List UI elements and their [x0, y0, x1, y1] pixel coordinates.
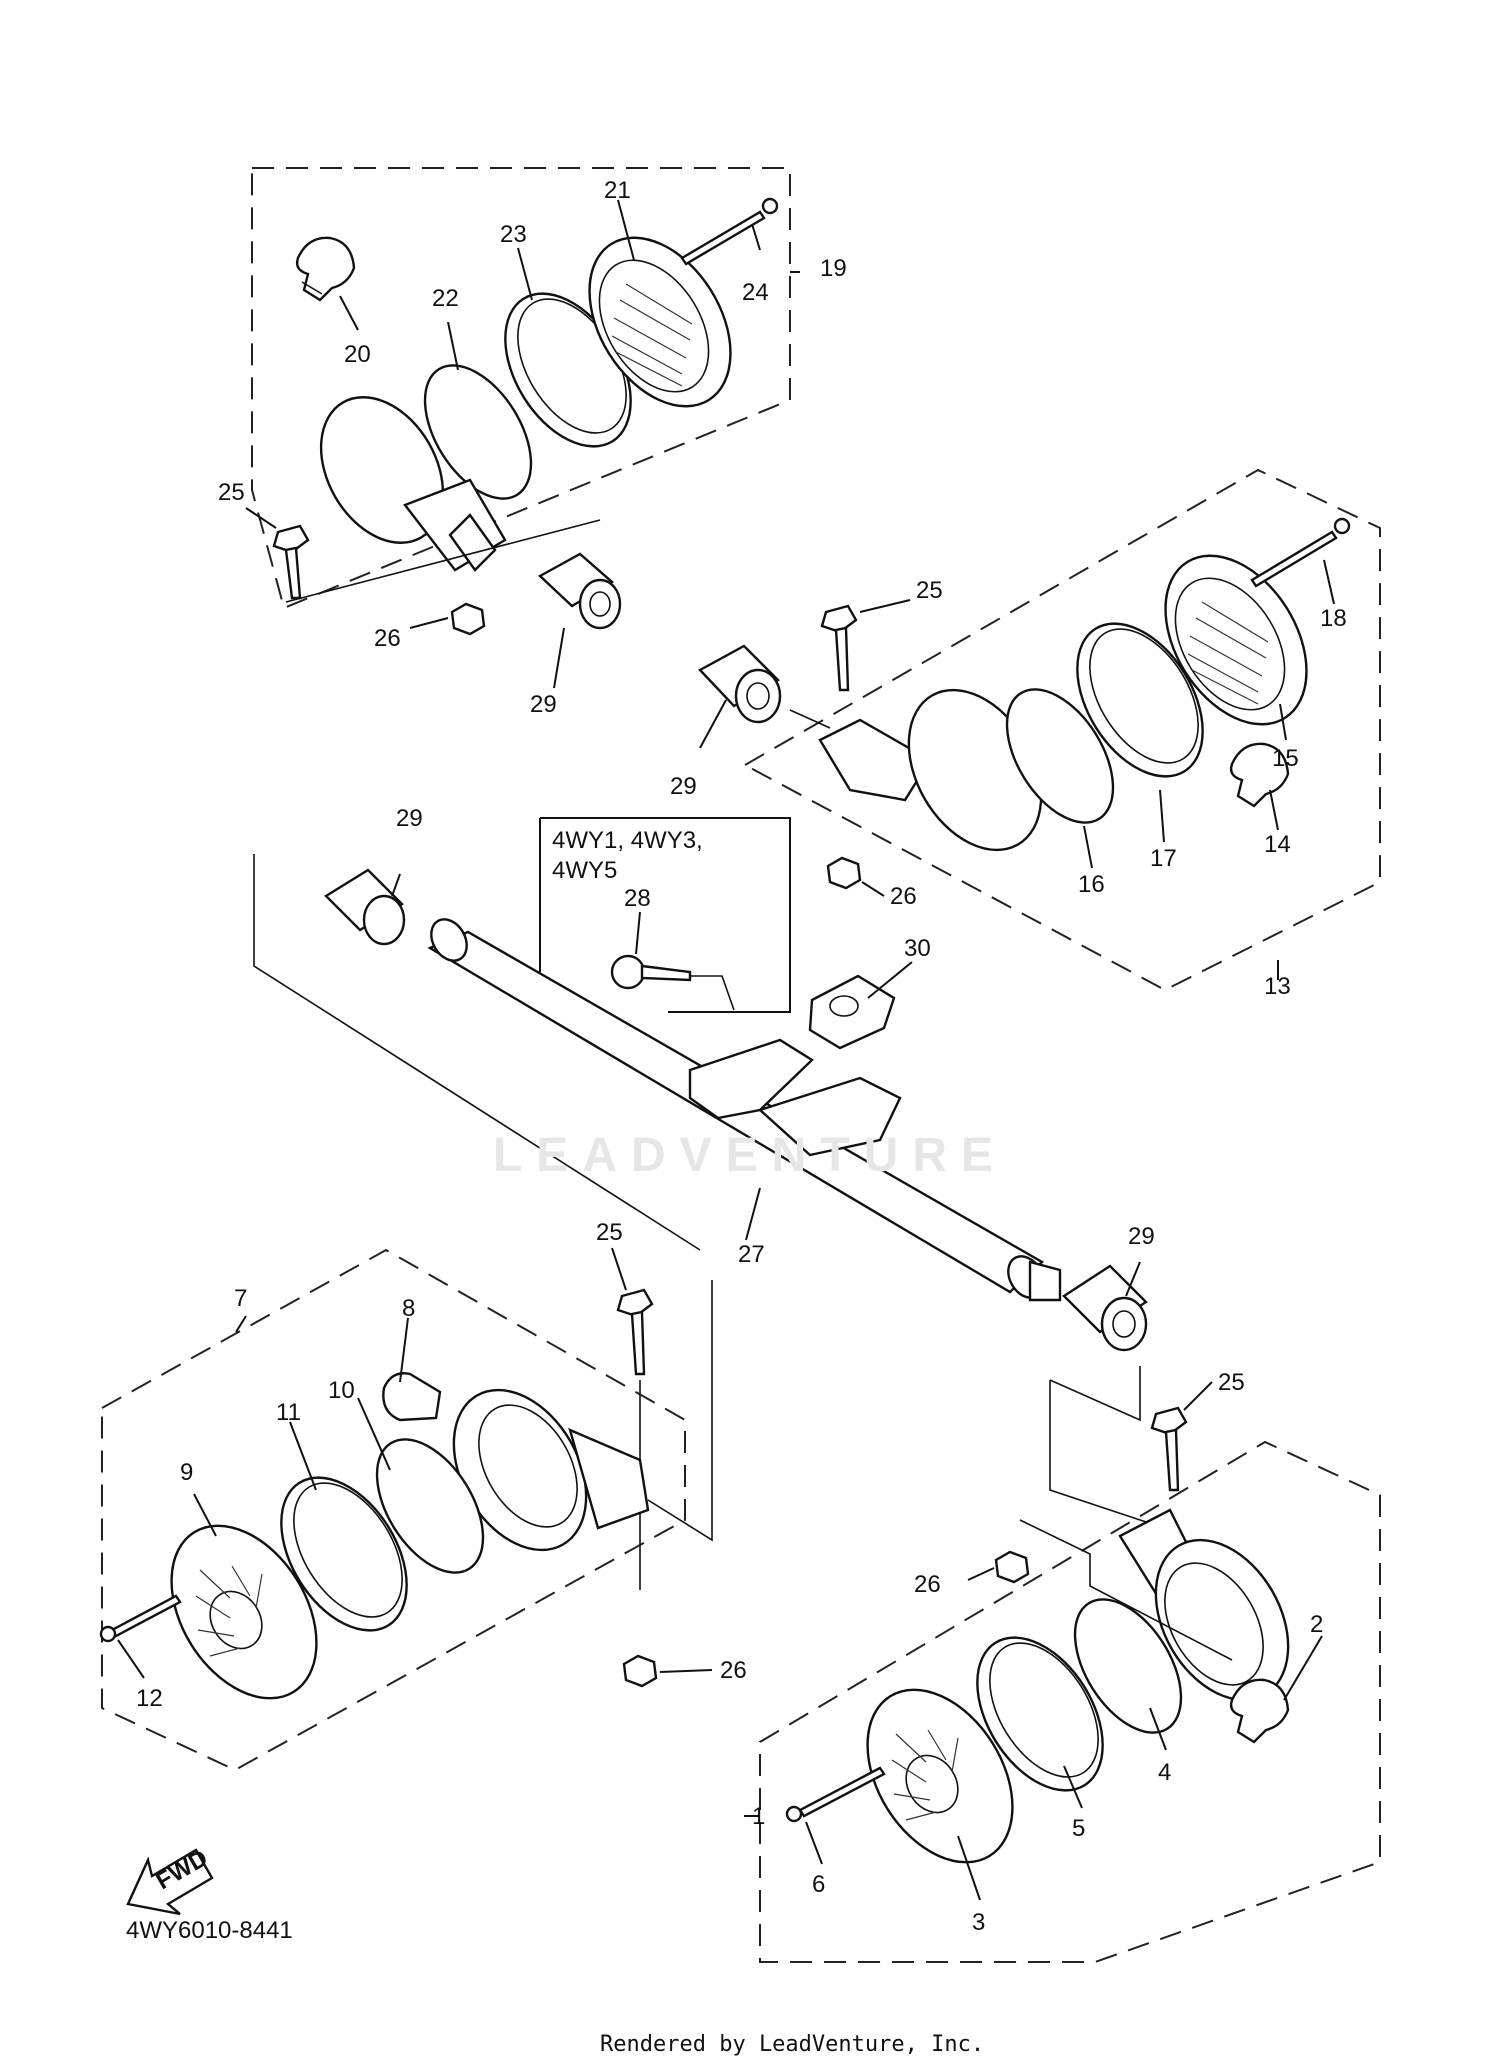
assembly-1-boundary	[759, 1440, 1381, 1963]
callout-11: 11	[276, 1399, 301, 1426]
callout-6: 6	[812, 1871, 825, 1898]
callout-1: 1	[752, 1803, 765, 1830]
callout-29-c: 29	[396, 805, 423, 832]
bulb-2	[1229, 1678, 1290, 1744]
grommet-29-upper-left	[537, 552, 622, 630]
nut-26-upper-left	[450, 602, 486, 636]
callout-18: 18	[1320, 605, 1347, 632]
variant-note-line-2: 4WY5	[552, 857, 617, 884]
callout-22: 22	[432, 285, 459, 312]
screw-24	[680, 197, 779, 266]
rim-5	[976, 1636, 1104, 1792]
bulb-14	[1229, 742, 1290, 808]
callout-12: 12	[136, 1685, 163, 1712]
variant-note-box	[539, 817, 791, 1013]
callout-10: 10	[328, 1377, 355, 1404]
nut-26-lower-left	[622, 1654, 658, 1688]
screw-6	[785, 1766, 886, 1823]
bolt-25-upper-right	[820, 604, 858, 692]
lens-9	[170, 1524, 318, 1700]
render-credit: Rendered by LeadVenture, Inc.	[600, 2032, 985, 2057]
rim-11	[280, 1476, 408, 1632]
callout-15: 15	[1272, 745, 1299, 772]
bracket-stay	[688, 1038, 902, 1157]
grommet-29-upper-bar	[253, 854, 701, 1251]
ring-16	[1005, 688, 1115, 824]
callout-26-d: 26	[720, 1657, 747, 1684]
callout-25-c: 25	[596, 1219, 623, 1246]
callout-24: 24	[742, 279, 769, 306]
housing-1	[1019, 1508, 1290, 1702]
grommet-29-lower-bar	[1062, 1264, 1148, 1352]
screw-12	[99, 1594, 182, 1643]
nut-26-lower-right	[994, 1550, 1030, 1584]
callout-23: 23	[500, 221, 527, 248]
variant-note-line-1: 4WY1, 4WY3,	[552, 827, 703, 854]
callout-28: 28	[624, 885, 651, 912]
callout-3: 3	[972, 1909, 985, 1936]
assembly-7-boundary	[101, 1248, 686, 1772]
callout-26-a: 26	[374, 625, 401, 652]
nut-26-upper-right	[826, 856, 862, 890]
callout-26-c: 26	[914, 1571, 941, 1598]
callout-9: 9	[180, 1459, 193, 1486]
fwd-arrow-icon: FWD	[126, 1844, 214, 1916]
diagram-code: 4WY6010-8441	[126, 1917, 293, 1944]
callout-labels: 1 2 3 4 5 6 7 8 9 10 11 12 13 14 15 16 1…	[136, 177, 1347, 1936]
callout-4: 4	[1158, 1759, 1171, 1786]
callout-25-d: 25	[1218, 1369, 1245, 1396]
assembly-19-boundary	[251, 167, 791, 610]
callout-7: 7	[234, 1285, 247, 1312]
callout-26-b: 26	[890, 883, 917, 910]
housing-7	[452, 1280, 713, 1552]
leader-lines	[117, 199, 1335, 1901]
callout-29-b: 29	[670, 773, 697, 800]
bolt-25-upper-left	[272, 519, 601, 603]
callout-16: 16	[1078, 871, 1105, 898]
bolt-25-lower-left	[616, 1288, 654, 1590]
callout-30: 30	[904, 935, 931, 962]
callout-19: 19	[820, 255, 847, 282]
callout-8: 8	[402, 1295, 415, 1322]
assembly-13-boundary	[742, 468, 1381, 992]
ring-22	[423, 364, 533, 500]
lens-3	[866, 1688, 1014, 1864]
ring-10	[375, 1438, 485, 1574]
rim-17	[1076, 622, 1204, 778]
lens-21	[588, 236, 732, 408]
callout-17: 17	[1150, 845, 1177, 872]
housing-19	[319, 396, 507, 572]
bolt-28	[610, 954, 735, 1011]
lens-15	[1164, 554, 1308, 726]
callout-14: 14	[1264, 831, 1291, 858]
callout-25-a: 25	[218, 479, 245, 506]
bulb-8	[382, 1372, 442, 1422]
callout-21: 21	[604, 177, 631, 204]
callout-27: 27	[738, 1241, 765, 1268]
grommet-29-middle	[698, 644, 831, 729]
callout-2: 2	[1310, 1611, 1323, 1638]
watermark: LEADVENTURE	[492, 1129, 1008, 1182]
screw-18	[1250, 517, 1351, 588]
ring-4	[1073, 1598, 1183, 1734]
callout-29-d: 29	[1128, 1223, 1155, 1250]
bulb-20	[295, 236, 356, 302]
callout-29-a: 29	[530, 691, 557, 718]
callout-5: 5	[1072, 1815, 1085, 1842]
bolt-25-lower-right	[1049, 1366, 1188, 1531]
callout-25-b: 25	[916, 577, 943, 604]
callout-20: 20	[344, 341, 371, 368]
callout-13: 13	[1264, 973, 1291, 1000]
